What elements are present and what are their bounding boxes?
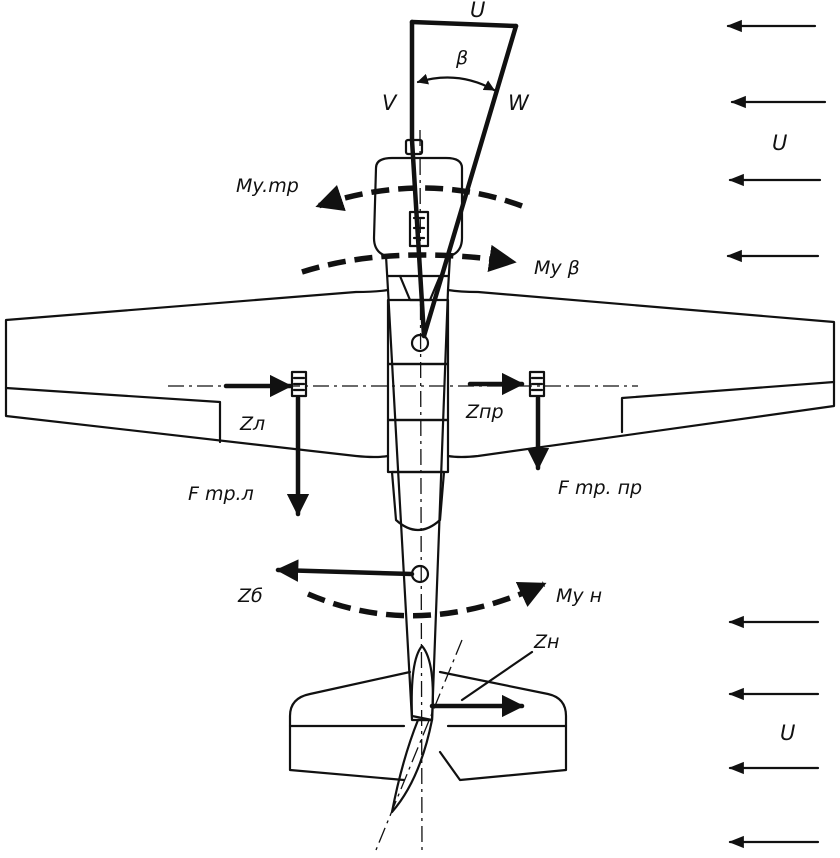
- wind-arrows-bottom: [728, 615, 820, 849]
- left-wing: [4, 288, 390, 459]
- velocity-triangle: [409, 19, 519, 339]
- wind-arrows-top: [726, 19, 827, 263]
- left-wing-device: [290, 370, 308, 398]
- horizontal-tail: [288, 670, 568, 782]
- label-my-tr: My.mp: [236, 175, 299, 197]
- label-v: V: [382, 91, 398, 115]
- fuselage: [372, 138, 464, 722]
- centerline: [419, 129, 423, 853]
- label-u-right-top: U: [772, 131, 787, 155]
- label-my-beta: My β: [534, 257, 580, 279]
- label-u-right-bottom: U: [780, 721, 795, 745]
- z-n-leader-line: [460, 650, 534, 702]
- rudder: [375, 639, 463, 851]
- right-wing-device: [528, 370, 546, 398]
- moment-my-beta-arc: [301, 244, 517, 275]
- label-beta: β: [455, 47, 468, 69]
- label-w: W: [508, 91, 530, 115]
- right-wing: [446, 288, 836, 459]
- moment-my-n-arc: [306, 581, 547, 619]
- label-z-right: Zпр: [465, 401, 504, 423]
- force-z-b-arrow: [275, 559, 415, 582]
- label-my-n: My н: [556, 585, 602, 607]
- label-friction-left: F mp.л: [188, 483, 254, 505]
- label-z-left: Zл: [239, 413, 265, 435]
- label-z-b: Zб: [237, 585, 263, 607]
- label-u-top: U: [470, 0, 485, 22]
- label-z-n: Zн: [533, 631, 559, 653]
- label-friction-right: F mp. пр: [558, 477, 642, 499]
